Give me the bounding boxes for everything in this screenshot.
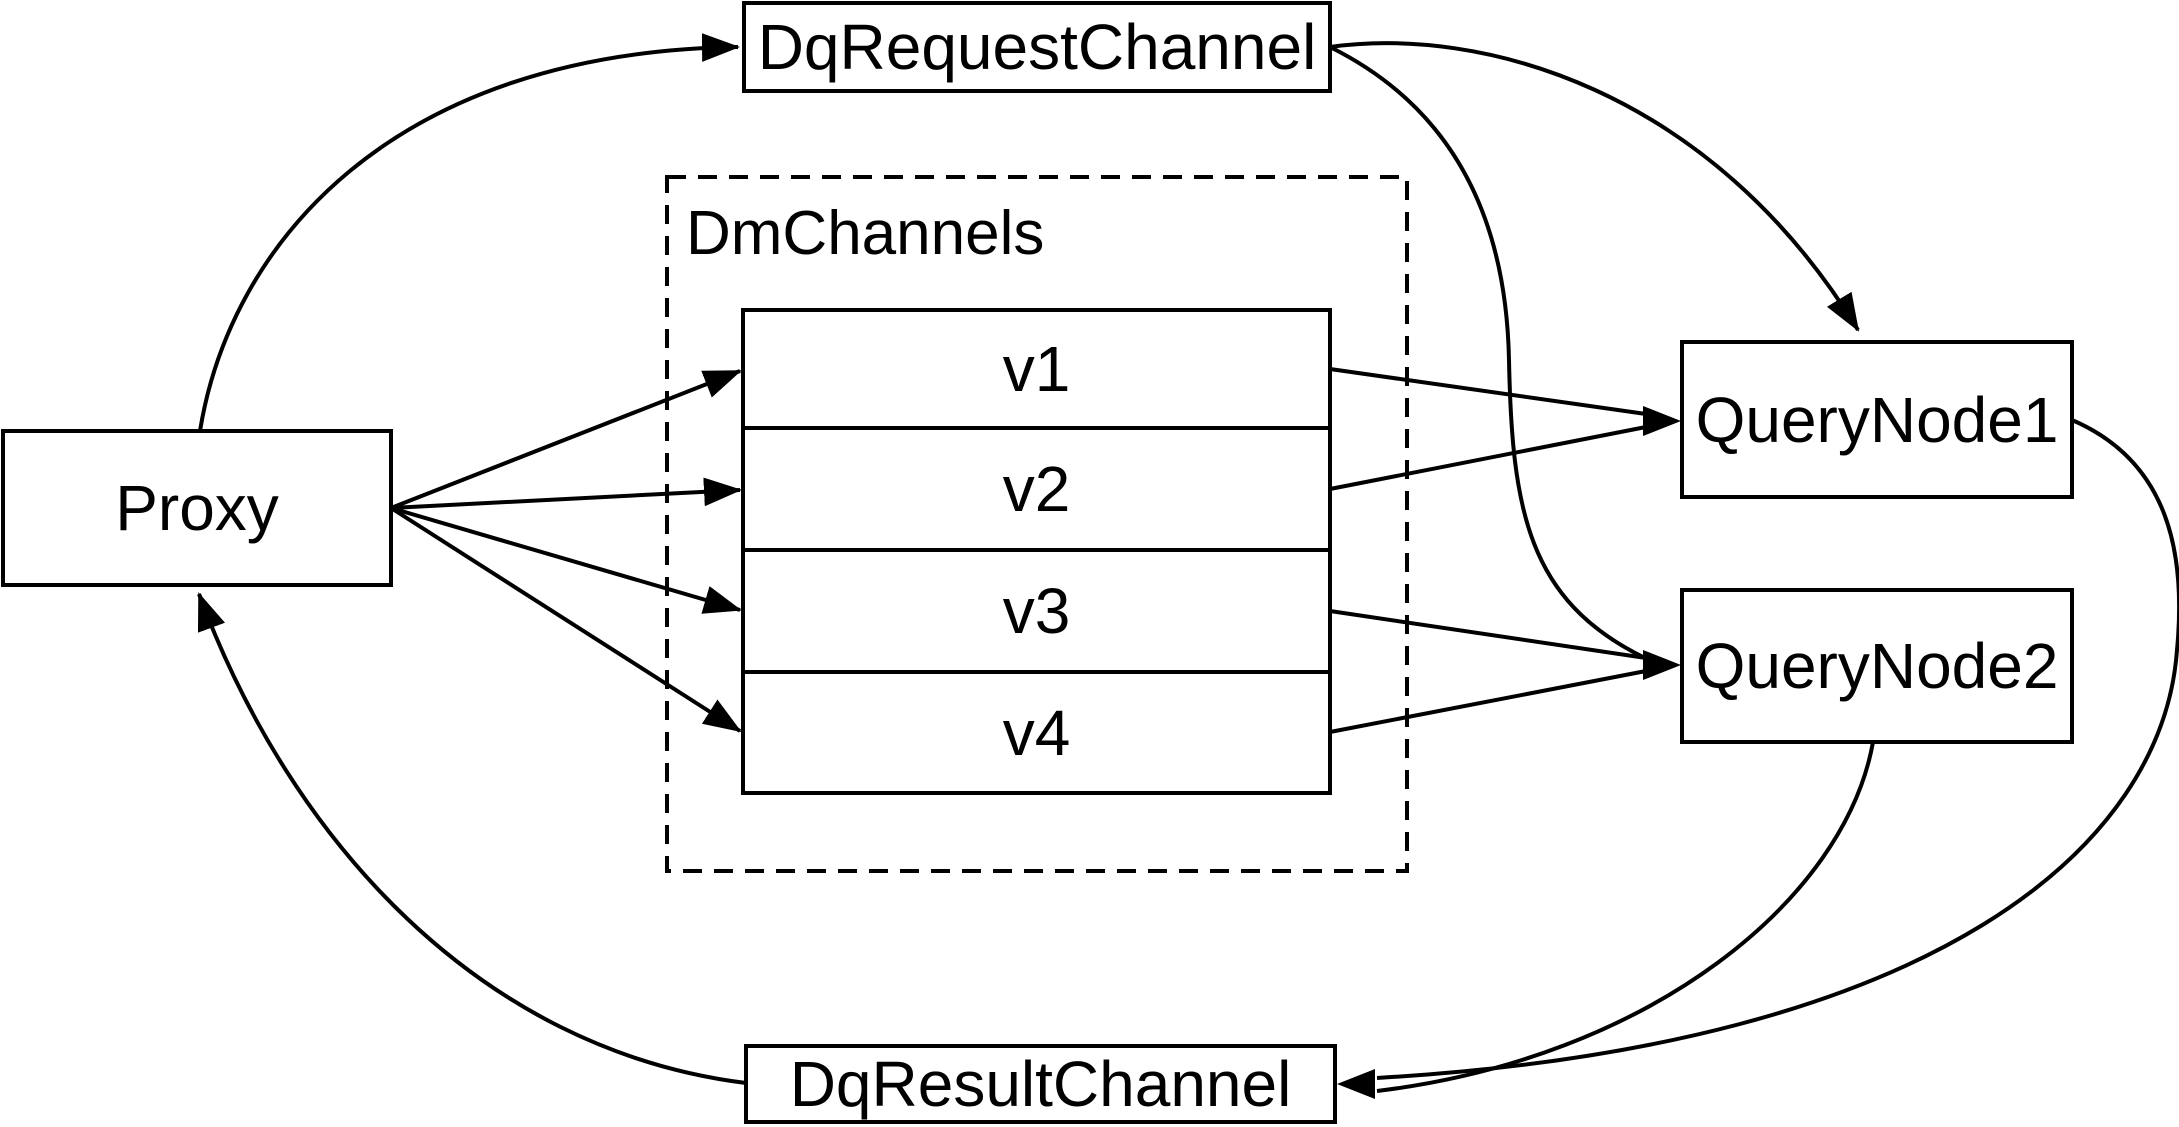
- edge-proxy-to-v1: [390, 369, 742, 510]
- arrowhead-into-query-node-1: [1643, 406, 1681, 436]
- edge-proxy-to-dq-request-channel: [198, 33, 740, 432]
- channel-row-v4: v4: [1002, 696, 1071, 769]
- arrowhead-into-dq-result-channel: [1337, 1069, 1375, 1099]
- node-query-node-2: QueryNode2: [1695, 630, 2059, 702]
- edge-query-node-2-to-dq-result-channel: [1376, 741, 1875, 1093]
- edge-v1-to-query-node-1: [1329, 367, 1647, 416]
- edge-dq-request-channel-to-query-node-1: [1329, 41, 1860, 332]
- arrowhead-into-query-node-2: [1643, 650, 1681, 680]
- channel-row-v2: v2: [1002, 453, 1071, 525]
- edge-proxy-to-v3: [390, 506, 742, 614]
- node-dq-request-channel: DqRequestChannel: [757, 11, 1317, 83]
- node-dq-result-channel: DqResultChannel: [789, 1048, 1292, 1120]
- node-proxy: Proxy: [115, 472, 279, 544]
- group-dm-channels-label: DmChannels: [686, 199, 1045, 268]
- edge-proxy-to-v4: [389, 506, 742, 733]
- edge-v3-to-query-node-2: [1329, 609, 1647, 660]
- edge-v2-to-query-node-1: [1329, 425, 1647, 491]
- node-query-node-1: QueryNode1: [1695, 383, 2059, 456]
- edge-query-node-1-to-dq-result-channel: [1376, 418, 2179, 1080]
- edge-dq-result-channel-to-proxy: [197, 592, 747, 1085]
- edge-dq-request-channel-to-query-node-2: [1329, 45, 1644, 659]
- edge-proxy-to-v2: [390, 477, 742, 510]
- channel-row-v3: v3: [1002, 575, 1071, 647]
- edge-v4-to-query-node-2: [1329, 669, 1647, 734]
- channel-row-v1: v1: [1002, 333, 1071, 405]
